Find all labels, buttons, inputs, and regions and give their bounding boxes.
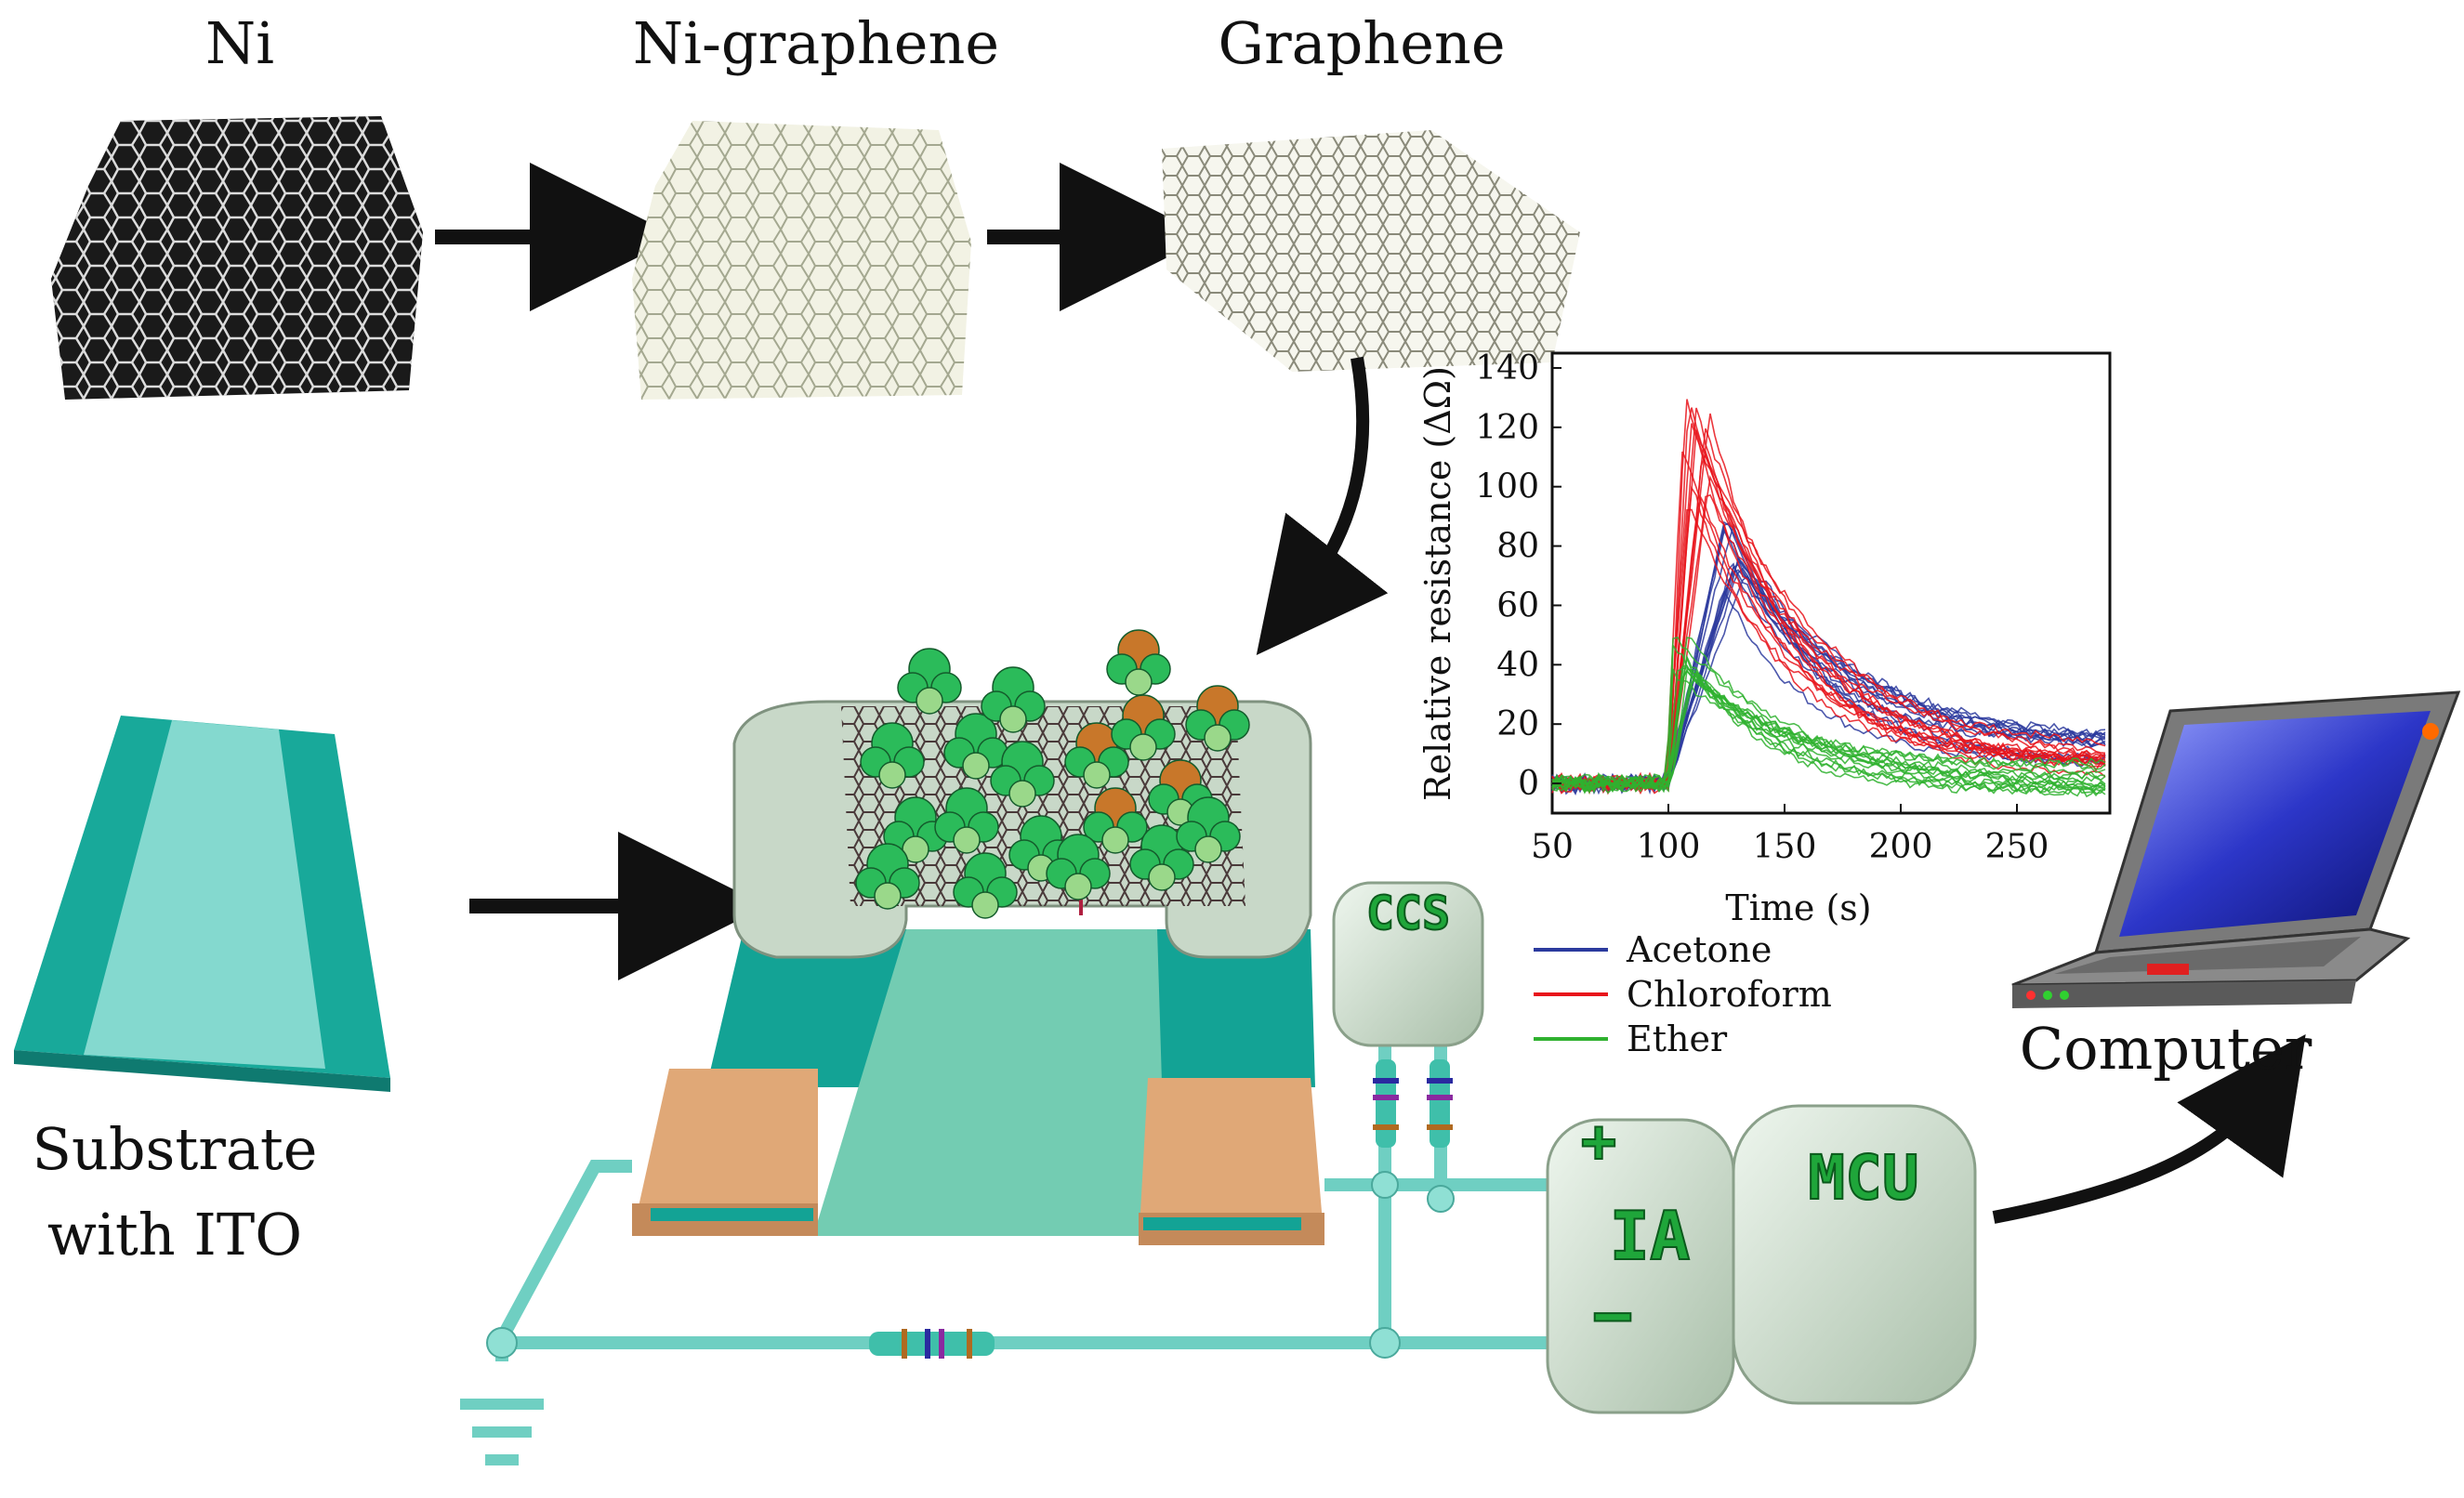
molecule — [1185, 685, 1250, 752]
gas-molecules — [855, 629, 1250, 919]
computer-icon — [2011, 690, 2461, 1008]
x-tick-label: 150 — [1753, 828, 1817, 866]
ground-symbol — [460, 1399, 544, 1465]
x-tick-label: 250 — [1985, 828, 2049, 866]
resistor-ccs-left — [1373, 1059, 1399, 1148]
ccs-label: CCS — [1366, 887, 1450, 940]
electrode-right — [1139, 1078, 1324, 1245]
y-tick-label: 120 — [1475, 409, 1539, 447]
ni-graphene-label: Ni-graphene — [633, 9, 999, 77]
x-tick-label: 100 — [1637, 828, 1701, 866]
legend-label-ether: Ether — [1627, 1018, 1728, 1059]
graphene-block — [1162, 130, 1580, 372]
x-tick-label: 200 — [1869, 828, 1933, 866]
resistor-bottom — [869, 1329, 995, 1359]
ia-module: + IA − — [1546, 1107, 1735, 1414]
series-line-ether — [1551, 655, 2106, 798]
molecule — [1148, 759, 1213, 826]
mcu-module: MCU — [1732, 1104, 1977, 1405]
ccs-module: CCS — [1332, 881, 1484, 1047]
molecule — [1111, 694, 1176, 761]
y-tick-label: 40 — [1496, 646, 1539, 684]
chart-ticks-group: 50 100 150 200 250 0 20 40 60 80 100 120 140 — [1475, 349, 2049, 866]
chart-series-group — [1551, 399, 2106, 798]
molecule — [953, 852, 1018, 919]
arrow-mcu-to-computer — [1992, 1034, 2306, 1224]
ia-label: IA — [1610, 1197, 1691, 1275]
y-tick-label: 140 — [1475, 349, 1539, 388]
arrow-graphene-to-sensor — [1256, 356, 1389, 656]
legend-label-chloroform: Chloroform — [1627, 974, 1832, 1015]
molecule — [860, 722, 925, 789]
y-tick-label: 0 — [1518, 765, 1539, 803]
molecule — [1106, 629, 1171, 696]
substrate-label-line2: with ITO — [47, 1201, 302, 1268]
y-tick-label: 60 — [1496, 586, 1539, 624]
chart-ylabel: Relative resistance (ΔΩ) — [1417, 366, 1458, 801]
computer-label: Computer — [2020, 1015, 2312, 1083]
mcu-label: MCU — [1808, 1142, 1918, 1214]
ni-graphene-block — [632, 121, 971, 400]
substrate-with-ito — [14, 716, 390, 1092]
series-line-acetone — [1551, 567, 2106, 794]
chart-xlabel: Time (s) — [1725, 887, 1871, 928]
molecule — [897, 648, 962, 715]
ia-plus-label: + — [1581, 1108, 1617, 1176]
ni-label: Ni — [205, 9, 274, 77]
sensor-device — [632, 700, 1324, 1245]
resistor-ccs-right — [1427, 1059, 1453, 1148]
x-tick-label: 50 — [1531, 828, 1574, 866]
substrate-label-line1: Substrate — [32, 1115, 317, 1183]
y-tick-label: 100 — [1475, 468, 1539, 506]
electrode-left — [632, 1069, 818, 1236]
ia-minus-label: − — [1592, 1276, 1632, 1354]
molecule — [934, 787, 999, 854]
legend-label-acetone: Acetone — [1626, 929, 1772, 970]
molecule — [1083, 787, 1148, 854]
molecule — [981, 666, 1046, 733]
molecule — [990, 741, 1055, 808]
series-line-ether — [1551, 637, 2106, 795]
molecule — [1064, 722, 1129, 789]
series-line-ether — [1551, 642, 2106, 793]
y-tick-label: 80 — [1496, 528, 1539, 566]
molecule — [855, 843, 920, 910]
molecule — [1046, 834, 1111, 900]
graphene-label: Graphene — [1218, 9, 1505, 77]
molecule — [943, 713, 1008, 780]
molecule — [1129, 824, 1194, 891]
ni-foam-block — [51, 116, 423, 400]
resistance-chart: 50 100 150 200 250 0 20 40 60 80 100 120 140 Time (s… — [1417, 349, 2112, 1059]
y-tick-label: 20 — [1496, 705, 1539, 743]
circuit-nodes — [486, 1171, 1455, 1359]
molecule — [1176, 796, 1241, 863]
